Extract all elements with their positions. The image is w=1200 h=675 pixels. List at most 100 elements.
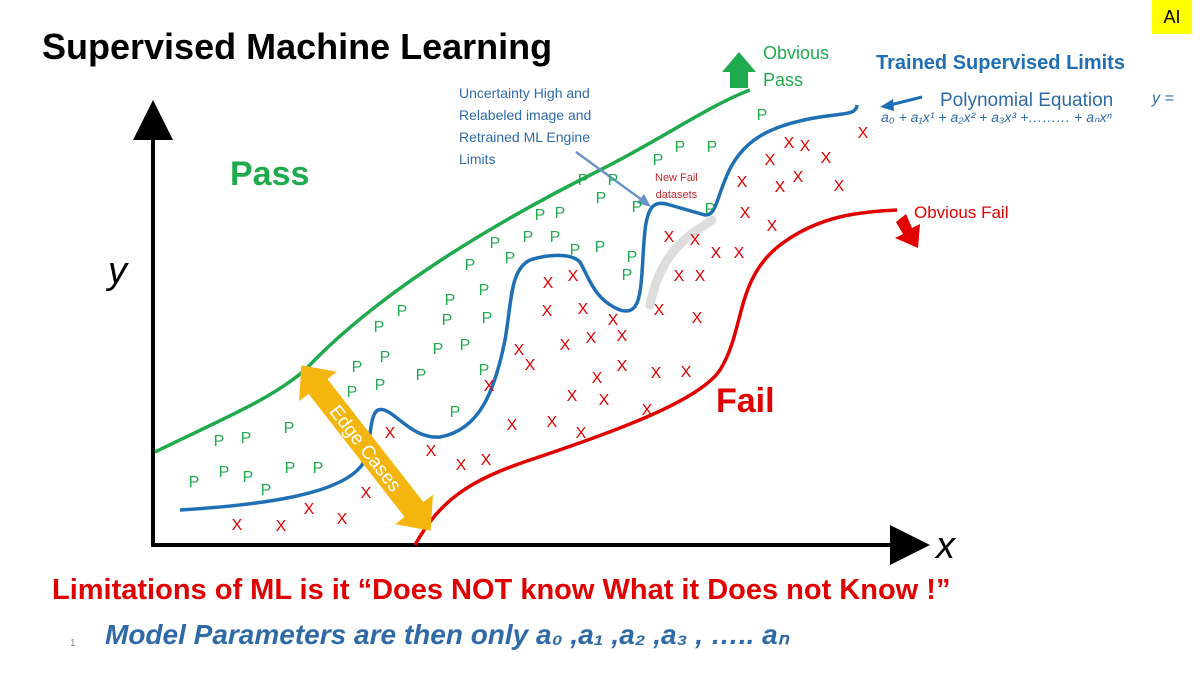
fail-marker: X xyxy=(276,518,287,535)
pass-marker: P xyxy=(479,362,490,379)
pass-marker: P xyxy=(285,460,296,477)
fail-marker: X xyxy=(651,365,662,382)
x-axis-label: x xyxy=(936,525,955,567)
fail-marker: X xyxy=(642,402,653,419)
new-fail-line1: New Fail xyxy=(655,172,698,184)
pass-marker: P xyxy=(578,172,589,189)
fail-marker: X xyxy=(734,245,745,262)
fail-marker: X xyxy=(858,125,869,142)
equation-lhs: y = xyxy=(1152,90,1174,107)
polynomial-pointer-arrow-icon xyxy=(880,95,923,111)
pass-marker: P xyxy=(505,250,516,267)
obvious-pass-boundary xyxy=(154,88,751,454)
page-number: 1 xyxy=(70,638,76,649)
fail-marker: X xyxy=(304,501,315,518)
fail-marker: X xyxy=(765,152,776,169)
fail-marker: X xyxy=(361,485,372,502)
pass-marker: P xyxy=(465,257,476,274)
fail-marker: X xyxy=(507,417,518,434)
fail-marker: X xyxy=(821,150,832,167)
pass-marker: P xyxy=(284,420,295,437)
pass-marker: P xyxy=(622,267,633,284)
fail-marker: X xyxy=(542,303,553,320)
pass-marker: P xyxy=(261,482,272,499)
fail-marker: X xyxy=(426,443,437,460)
pass-marker: P xyxy=(595,239,606,256)
pass-marker: P xyxy=(535,207,546,224)
new-fail-line2: datasets xyxy=(655,189,698,201)
new-fail-label: New Fail datasets xyxy=(655,170,698,204)
pass-marker: P xyxy=(757,107,768,124)
pass-marker: P xyxy=(460,337,471,354)
pass-marker: P xyxy=(707,139,718,156)
pass-marker: P xyxy=(219,464,230,481)
fail-marker: X xyxy=(592,370,603,387)
pass-marker: P xyxy=(550,229,561,246)
trained-limit-curve xyxy=(179,104,859,512)
trained-limits-label: Trained Supervised Limits xyxy=(876,52,1125,74)
pass-marker: P xyxy=(416,367,427,384)
pass-marker: P xyxy=(241,430,252,447)
fail-marker: X xyxy=(737,174,748,191)
fail-marker: X xyxy=(834,178,845,195)
relabel-highlight xyxy=(645,215,717,310)
obvious-pass-arrow-icon xyxy=(722,52,756,88)
fail-region-label: Fail xyxy=(716,382,775,420)
pass-marker: P xyxy=(627,249,638,266)
fail-marker: X xyxy=(711,245,722,262)
fail-marker: X xyxy=(681,364,692,381)
pass-marker: P xyxy=(479,282,490,299)
slide-title: Supervised Machine Learning xyxy=(42,26,553,67)
pass-marker: P xyxy=(596,190,607,207)
pass-marker: P xyxy=(675,139,686,156)
obvious-fail-label: Obvious Fail xyxy=(914,203,1009,222)
pass-marker: P xyxy=(450,404,461,421)
fail-marker: X xyxy=(617,358,628,375)
fail-marker: X xyxy=(456,457,467,474)
fail-marker: X xyxy=(232,517,243,534)
uncertainty-note: Uncertainty High and Relabeled image and… xyxy=(459,85,592,167)
fail-marker: X xyxy=(576,425,587,442)
limitation-statement: Limitations of ML is it “Does NOT know W… xyxy=(52,574,951,606)
fail-marker: X xyxy=(664,229,675,246)
fail-marker: X xyxy=(525,357,536,374)
pass-marker: P xyxy=(374,319,385,336)
pass-marker: P xyxy=(397,303,408,320)
pass-marker: P xyxy=(313,460,324,477)
fail-marker: X xyxy=(793,169,804,186)
fail-marker: X xyxy=(740,205,751,222)
fail-marker: X xyxy=(568,268,579,285)
fail-marker: X xyxy=(484,378,495,395)
fail-marker: X xyxy=(695,268,706,285)
obvious-fail-arrow-icon xyxy=(895,214,920,248)
fail-marker: X xyxy=(337,511,348,528)
equation-rhs: a₀ + a₁x¹ + a₂x² + a₃x³ +……… + aₙxⁿ xyxy=(881,109,1112,125)
pass-marker: P xyxy=(705,201,716,218)
fail-marker: X xyxy=(692,310,703,327)
pass-region-label: Pass xyxy=(230,155,310,193)
fail-marker: X xyxy=(385,425,396,442)
pass-marker: P xyxy=(352,359,363,376)
obvious-fail-boundary xyxy=(413,208,898,546)
fail-marker: X xyxy=(514,342,525,359)
obvious-pass-line2: Pass xyxy=(763,70,804,90)
pass-marker: P xyxy=(442,312,453,329)
pass-marker: P xyxy=(555,205,566,222)
fail-marker: X xyxy=(800,138,811,155)
fail-marker: X xyxy=(674,268,685,285)
pass-marker: P xyxy=(570,242,581,259)
fail-marker: X xyxy=(560,337,571,354)
fail-marker: X xyxy=(654,302,665,319)
pass-marker: P xyxy=(482,310,493,327)
fail-marker: X xyxy=(567,388,578,405)
pass-marker: P xyxy=(445,292,456,309)
fail-marker: X xyxy=(608,312,619,329)
pass-marker: P xyxy=(380,349,391,366)
fail-marker: X xyxy=(767,218,778,235)
model-parameters-statement: Model Parameters are then only a₀ ,a₁ ,a… xyxy=(105,619,789,650)
pass-marker: P xyxy=(375,377,386,394)
ai-badge: AI xyxy=(1152,0,1192,34)
